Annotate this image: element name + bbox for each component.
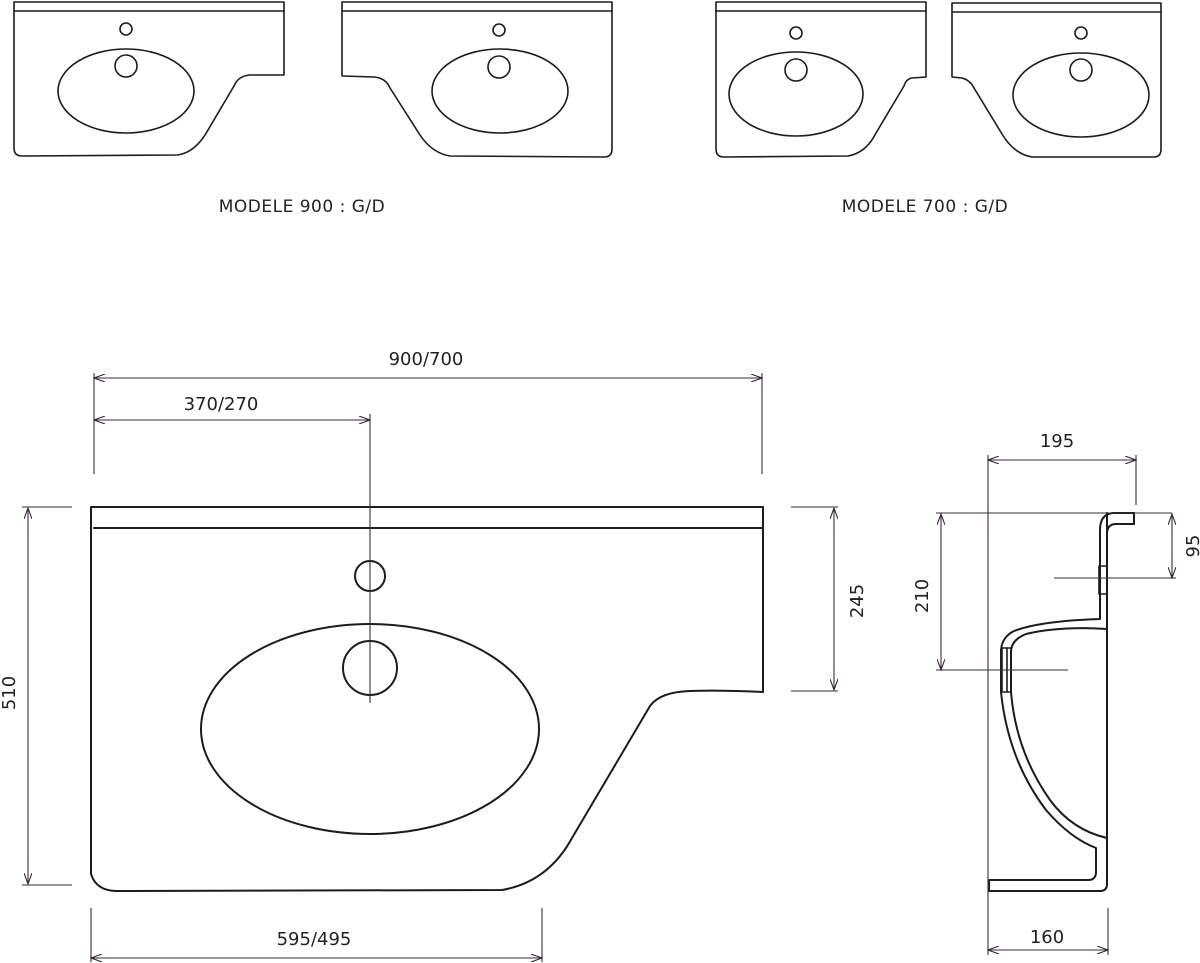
dim-bottom-width: 595/495	[277, 929, 352, 950]
caption-model-900: MODELE 900 : G/D	[219, 197, 385, 217]
thumb-900-right	[341, 1, 613, 158]
dim-tap-offset: 370/270	[184, 394, 259, 415]
thumb-900-left	[13, 1, 285, 157]
dim-right-depth: 245	[847, 584, 868, 618]
dim-side-height: 210	[912, 579, 933, 613]
dim-depth: 510	[0, 676, 20, 710]
main-dimensions	[22, 373, 838, 962]
caption-model-700: MODELE 700 : G/D	[842, 197, 1008, 217]
side-dimensions	[936, 455, 1176, 955]
dim-side-top-width: 195	[1040, 431, 1074, 452]
dim-side-rim: 95	[1183, 535, 1200, 558]
thumb-700-right	[951, 2, 1162, 158]
main-basin-plan	[90, 506, 764, 892]
dim-side-bottom-width: 160	[1030, 927, 1064, 948]
side-section	[988, 512, 1135, 892]
dim-overall-width: 900/700	[389, 349, 464, 370]
thumb-700-left	[715, 1, 927, 158]
